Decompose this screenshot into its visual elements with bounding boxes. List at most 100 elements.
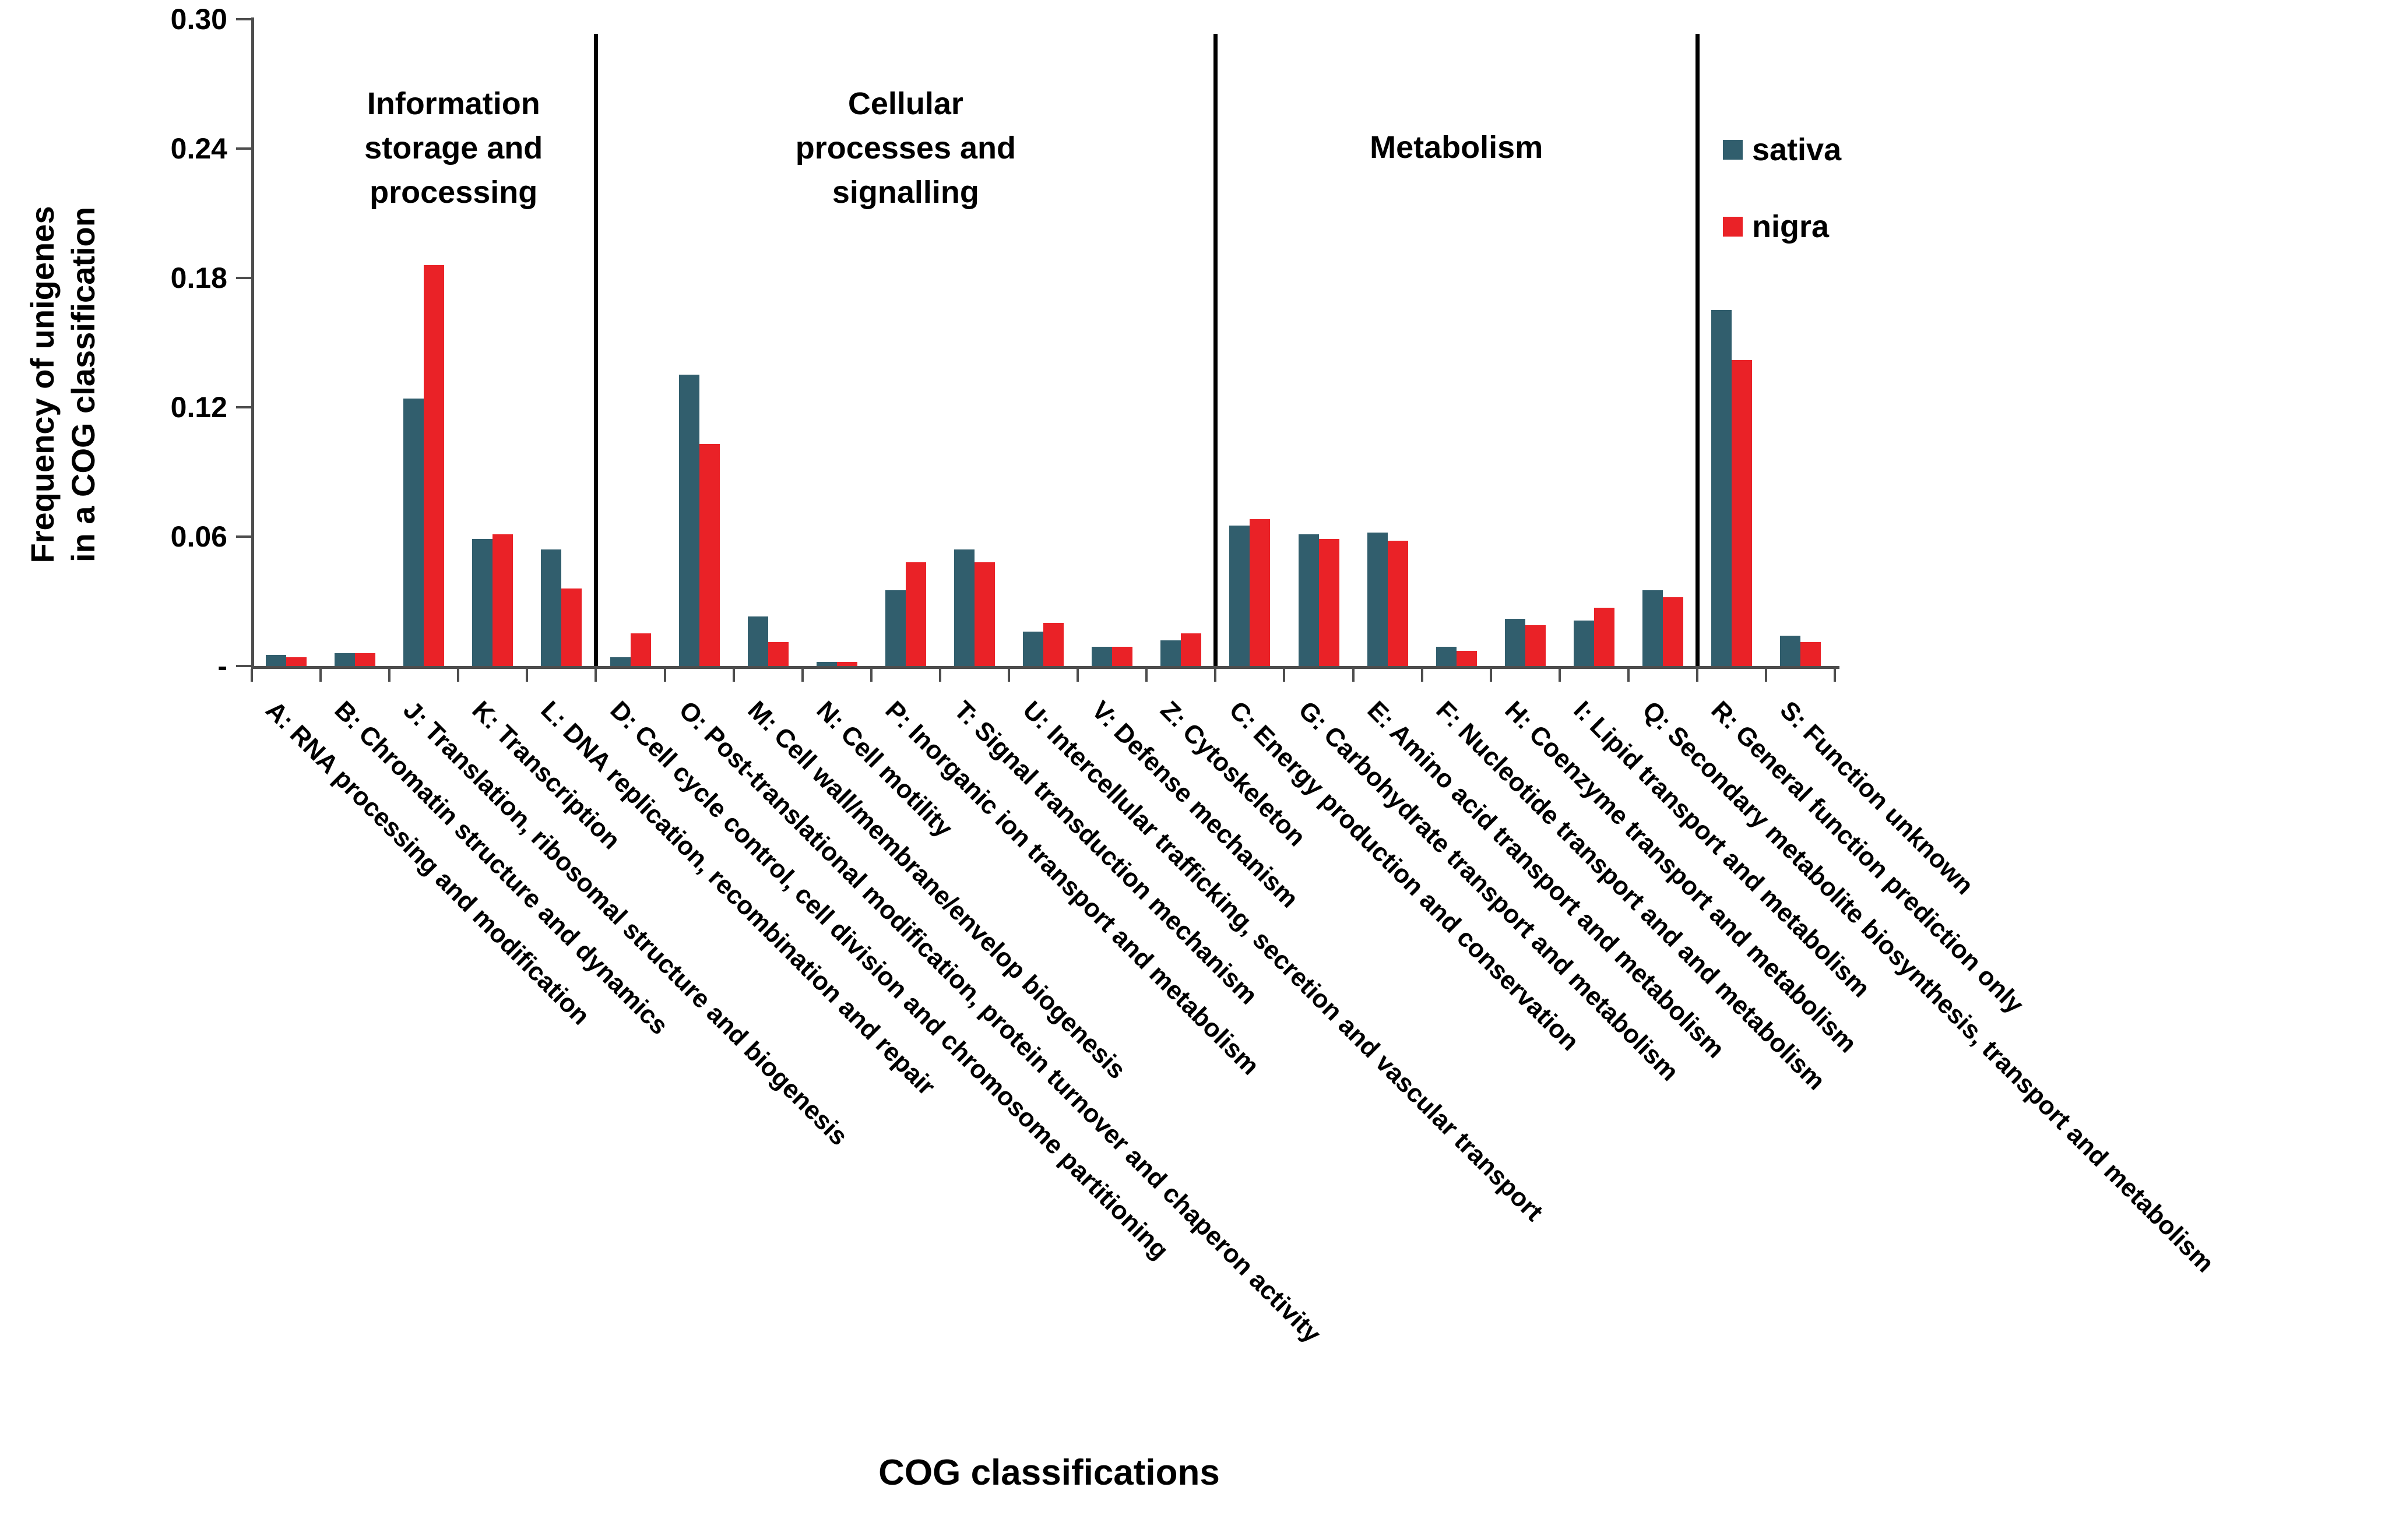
x-axis-tick — [1214, 669, 1217, 682]
x-axis-tick — [526, 669, 529, 682]
bar-sativa-Z — [1160, 640, 1181, 666]
bar-nigra-H — [1525, 625, 1546, 666]
bar-sativa-G — [1298, 534, 1319, 666]
bar-sativa-L — [541, 549, 562, 666]
section-header: Metabolism — [1370, 125, 1543, 170]
bar-nigra-L — [561, 588, 582, 666]
bar-nigra-J — [424, 265, 445, 666]
legend: sativa nigra — [1723, 134, 1841, 288]
y-axis-tick — [236, 535, 254, 538]
y-axis-tick — [236, 18, 254, 20]
bar-nigra-D — [630, 633, 651, 666]
section-header-line: signalling — [832, 175, 979, 210]
bar-nigra-M — [768, 642, 789, 666]
bar-nigra-A — [286, 657, 307, 666]
bar-sativa-M — [747, 616, 768, 666]
bar-nigra-I — [1593, 608, 1614, 666]
bar-sativa-A — [266, 655, 286, 666]
x-axis-tick — [1489, 669, 1492, 682]
x-axis-tick — [1627, 669, 1630, 682]
x-category-label: U: Intercellular trafficking, secretion … — [1017, 695, 1549, 1227]
x-axis-tick — [1077, 669, 1079, 682]
bar-sativa-P — [885, 590, 906, 666]
x-axis-tick — [801, 669, 804, 682]
bar-nigra-B — [355, 653, 376, 666]
x-axis-tick — [1352, 669, 1355, 682]
x-axis-tick — [388, 669, 391, 682]
y-axis-tick — [236, 406, 254, 408]
legend-item-nigra: nigra — [1723, 211, 1841, 242]
x-axis-tick — [1145, 669, 1148, 682]
bar-sativa-H — [1504, 619, 1525, 666]
y-axis-title-line2: in a COG classification — [65, 207, 101, 562]
bar-nigra-Q — [1663, 597, 1683, 666]
sativa-swatch-icon — [1723, 140, 1743, 160]
x-axis-tick — [1834, 669, 1837, 682]
bar-nigra-E — [1387, 541, 1408, 666]
y-axis-line — [251, 17, 254, 668]
bar-nigra-U — [1043, 623, 1064, 666]
section-header-line: Cellular — [847, 86, 963, 121]
section-divider — [594, 34, 599, 666]
bar-nigra-Z — [1181, 633, 1202, 666]
section-divider — [1213, 34, 1218, 666]
x-axis-tick — [1420, 669, 1423, 682]
legend-item-sativa: sativa — [1723, 134, 1841, 165]
bar-sativa-F — [1436, 647, 1457, 666]
y-axis-tick-label: 0.18 — [170, 262, 227, 294]
bar-nigra-P — [905, 562, 926, 666]
bar-sativa-T — [954, 549, 975, 666]
y-axis-title: Frequency of unigenes in a COG classific… — [22, 206, 104, 563]
section-header-line: processing — [370, 175, 538, 210]
legend-label-nigra: nigra — [1752, 209, 1830, 244]
bar-nigra-C — [1250, 519, 1271, 666]
bar-nigra-K — [493, 534, 513, 666]
y-axis-tick-label: 0.24 — [170, 132, 227, 165]
bar-nigra-V — [1112, 647, 1133, 666]
y-axis-tick — [236, 147, 254, 150]
bar-nigra-O — [699, 444, 720, 666]
bar-sativa-D — [610, 657, 631, 666]
section-header-line: processes and — [795, 131, 1016, 165]
bar-sativa-V — [1092, 647, 1113, 666]
x-axis-tick — [457, 669, 460, 682]
section-header-line: Information — [367, 86, 540, 121]
bar-sativa-R — [1711, 310, 1732, 666]
bar-nigra-F — [1456, 651, 1477, 666]
bar-sativa-K — [472, 539, 493, 666]
bar-sativa-B — [335, 653, 356, 666]
bar-nigra-R — [1732, 360, 1753, 666]
bar-sativa-C — [1229, 526, 1250, 666]
bar-nigra-G — [1318, 539, 1339, 666]
x-axis-tick — [663, 669, 666, 682]
section-header-line: storage and — [364, 131, 543, 165]
x-axis-tick — [319, 669, 322, 682]
x-axis-tick — [732, 669, 735, 682]
x-axis-tick — [250, 669, 253, 682]
bar-nigra-T — [975, 562, 995, 666]
x-axis-title: COG classifications — [878, 1453, 1220, 1493]
section-divider — [1695, 34, 1700, 666]
bar-sativa-N — [816, 662, 837, 666]
x-axis-tick — [938, 669, 941, 682]
x-category-label: O: Post-translational modification, prot… — [673, 695, 1327, 1349]
y-axis-tick — [236, 665, 254, 667]
y-axis-tick-label: - — [217, 650, 227, 682]
x-axis-tick — [1283, 669, 1286, 682]
x-axis-tick — [1765, 669, 1768, 682]
section-header: Cellular processes and signalling — [796, 82, 1016, 214]
bar-nigra-N — [836, 662, 857, 666]
x-axis-line — [251, 666, 1839, 669]
bar-sativa-O — [678, 375, 699, 666]
y-axis-tick-label: 0.12 — [170, 391, 227, 424]
x-category-label: J: Translation, ribosomal structure and … — [398, 695, 854, 1151]
x-axis-tick — [1008, 669, 1011, 682]
bar-sativa-J — [403, 399, 424, 666]
x-axis-tick — [870, 669, 873, 682]
bar-sativa-Q — [1642, 590, 1663, 666]
x-axis-tick — [1558, 669, 1561, 682]
legend-label-sativa: sativa — [1752, 132, 1842, 167]
x-axis-tick — [595, 669, 597, 682]
bar-sativa-I — [1573, 621, 1594, 666]
section-header: Information storage and processing — [364, 82, 543, 214]
